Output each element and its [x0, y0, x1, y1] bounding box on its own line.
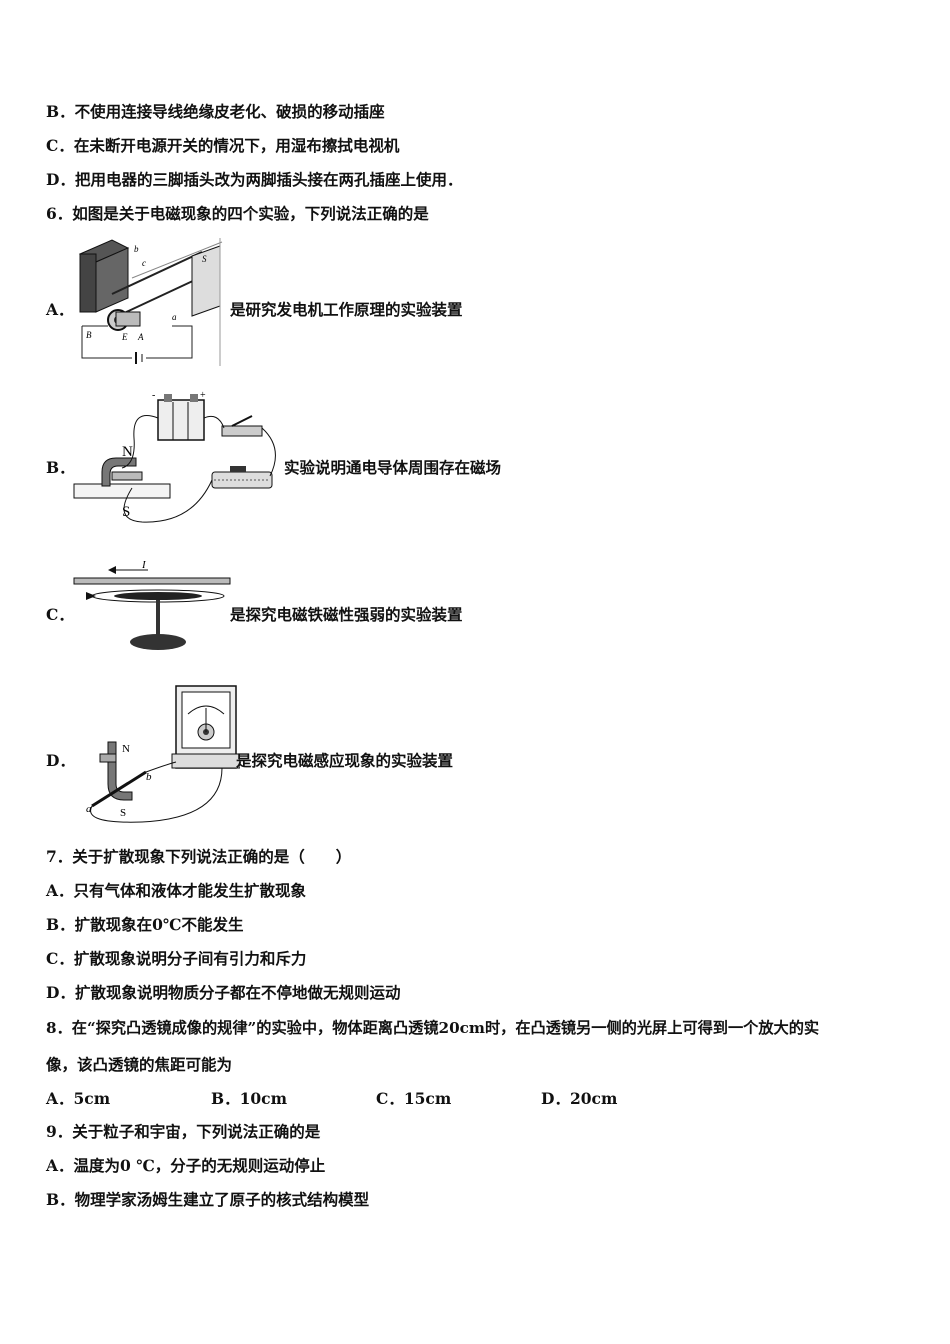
- figure-c-compass-apparatus: I: [73, 559, 231, 650]
- fig-a-letter-c: c: [142, 258, 146, 268]
- figure-d-galvanometer-apparatus: N S a b: [86, 685, 240, 823]
- q5-option-d: D．把用电器的三脚插头改为两脚插头接在两孔插座上使用．: [46, 170, 463, 189]
- q9-option-b: B．物理学家汤姆生建立了原子的核式结构模型: [46, 1190, 370, 1209]
- q6-option-d-label: D．: [46, 751, 75, 770]
- fig-a-letter-b-upper: B: [86, 330, 92, 340]
- q6-option-a-text: 是研究发电机工作原理的实验装置: [230, 300, 463, 319]
- svg-text:+: +: [200, 390, 206, 401]
- q7-option-d: D．扩散现象说明物质分子都在不停地做无规则运动: [46, 983, 401, 1002]
- q8-option-a: A．5cm: [46, 1089, 111, 1108]
- q9-option-a: A．温度为0 ℃，分子的无规则运动停止: [46, 1156, 326, 1175]
- fig-a-letter-a-upper: A: [137, 332, 144, 342]
- svg-text:-: -: [152, 390, 155, 401]
- fig-a-letter-b: b: [134, 244, 139, 254]
- q8-option-b: B．10cm: [211, 1089, 288, 1108]
- q7-stem: 7．关于扩散现象下列说法正确的是（ ）: [46, 847, 352, 866]
- q5-option-c: C．在未断开电源开关的情况下，用湿布擦拭电视机: [46, 136, 400, 155]
- fig-b-pole-n: N: [122, 444, 133, 460]
- fig-d-letter-a: a: [86, 803, 92, 815]
- fig-b-pole-s: S: [122, 504, 130, 520]
- q6-option-c-label: C．: [46, 605, 74, 624]
- q6-option-b-text: 实验说明通电导体周围存在磁场: [284, 458, 502, 477]
- fig-c-current-label: I: [141, 559, 147, 571]
- fig-a-letter-s: S: [202, 254, 207, 264]
- fig-d-pole-n: N: [122, 743, 130, 755]
- q7-option-c: C．扩散现象说明分子间有引力和斥力: [46, 949, 307, 968]
- q6-option-a-label: A．: [46, 300, 74, 319]
- q8-stem-line1: 8．在“探究凸透镜成像的规律”的实验中，物体距离凸透镜20cm时，在凸透镜另一侧…: [46, 1019, 820, 1037]
- q9-stem: 9．关于粒子和宇宙，下列说法正确的是: [46, 1122, 321, 1141]
- figure-a-motor-apparatus: S a b c B E A: [78, 238, 223, 366]
- q6-option-d-text: 是探究电磁感应现象的实验装置: [236, 751, 454, 770]
- q7-option-b: B．扩散现象在0℃不能发生: [46, 915, 244, 934]
- figure-b-oersted-apparatus: - + N S: [73, 390, 276, 523]
- fig-a-letter-e: E: [121, 332, 128, 342]
- q8-stem-line2: 像，该凸透镜的焦距可能为: [46, 1055, 233, 1074]
- q6-stem: 6．如图是关于电磁现象的四个实验，下列说法正确的是: [46, 204, 429, 223]
- fig-a-letter-a: a: [172, 312, 177, 322]
- q8-option-c: C．15cm: [376, 1089, 452, 1108]
- q5-option-b: B．不使用连接导线绝缘皮老化、破损的移动插座: [46, 102, 385, 121]
- q8-option-d: D．20cm: [541, 1089, 618, 1108]
- fig-d-pole-s: S: [120, 807, 126, 819]
- q6-option-b-label: B．: [46, 458, 75, 477]
- q6-option-c-text: 是探究电磁铁磁性强弱的实验装置: [230, 605, 463, 624]
- fig-d-letter-b: b: [146, 771, 152, 783]
- q7-option-a: A．只有气体和液体才能发生扩散现象: [46, 881, 307, 900]
